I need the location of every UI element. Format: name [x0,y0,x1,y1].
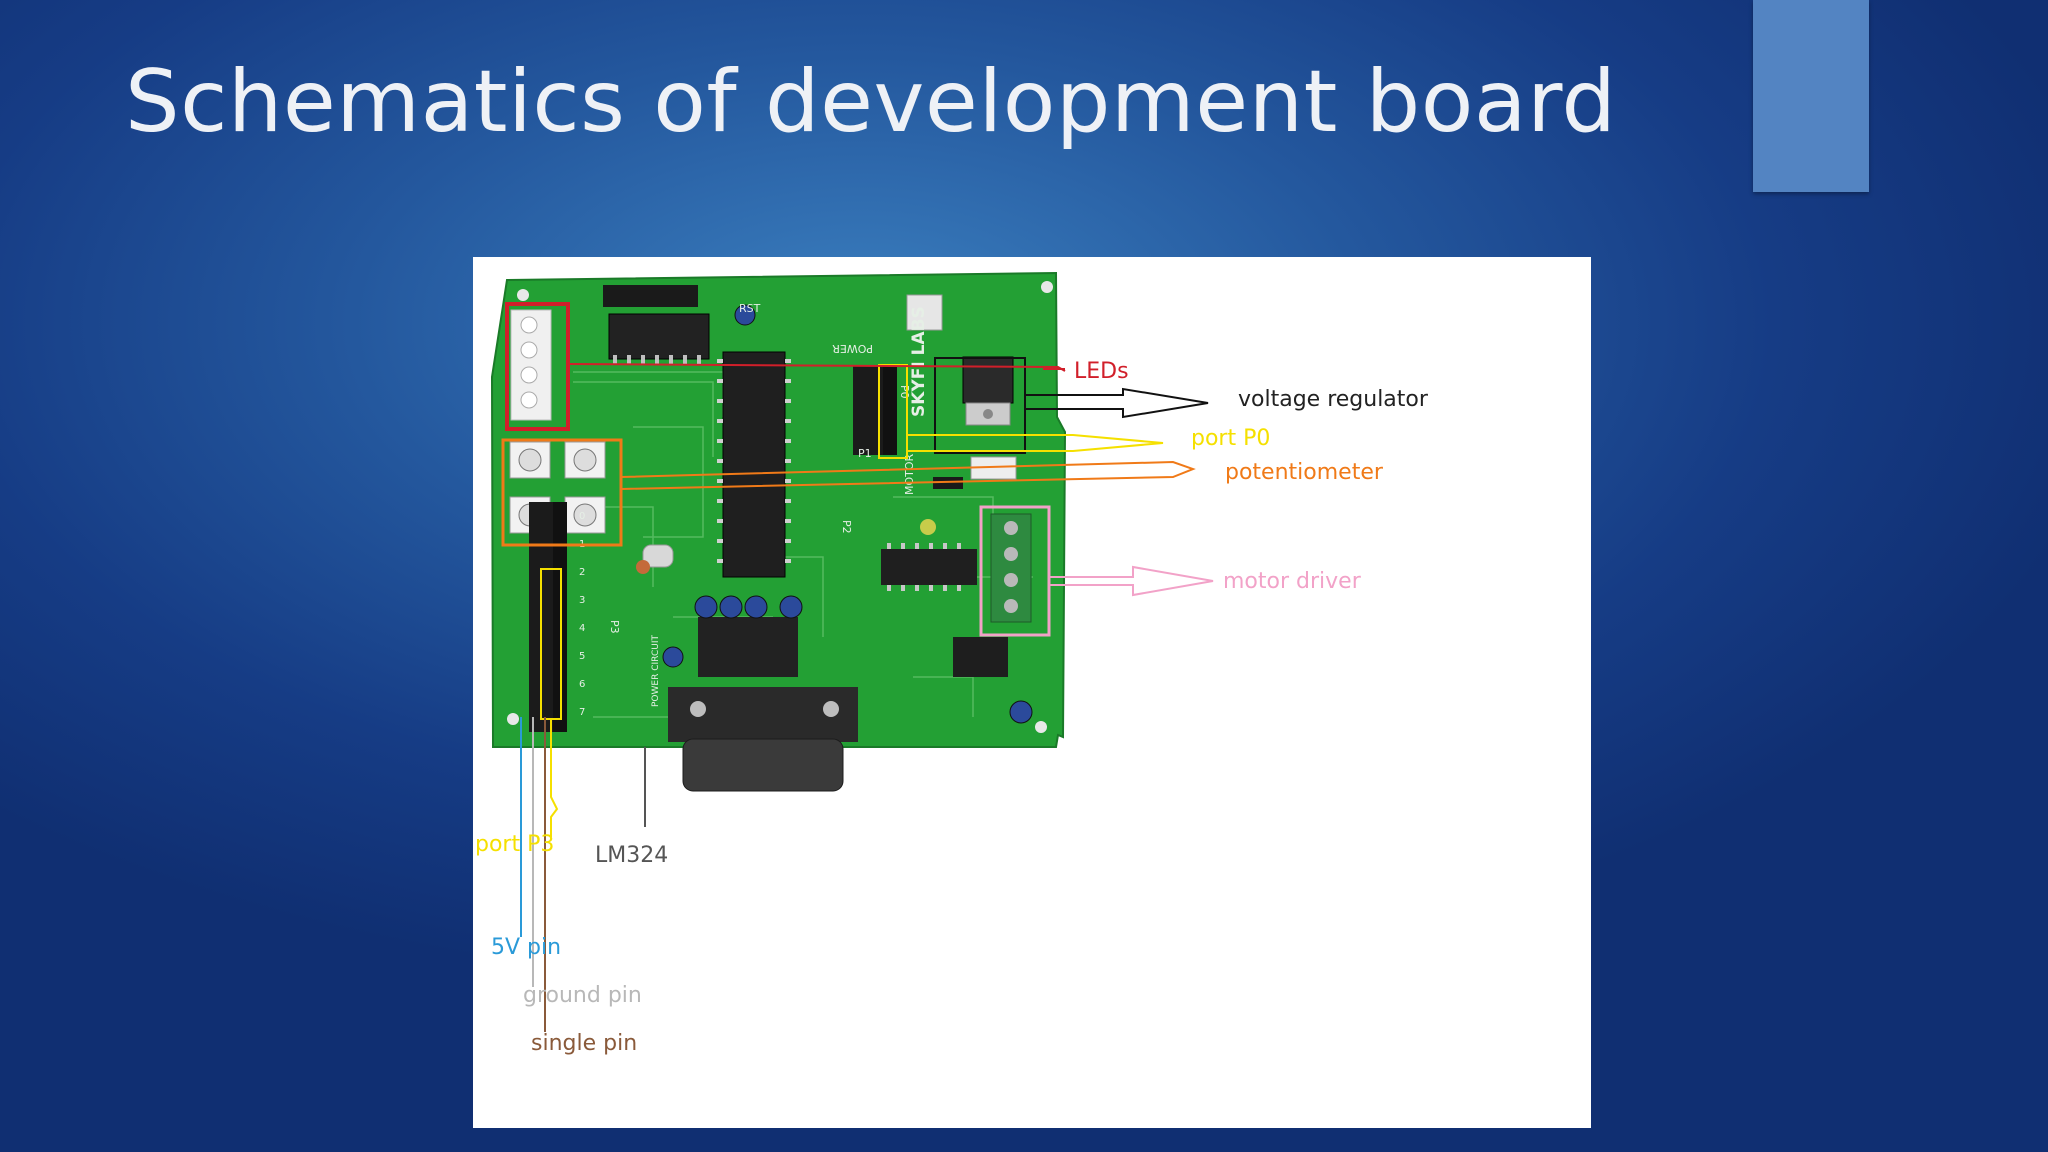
p3-pin-number: 2 [579,567,585,578]
silkscreen-p1: P1 [858,447,872,460]
accent-bar [1753,0,1869,192]
board-figure: SKYFI LABS POWER RST MOTOR P0 P1 P2 P3 P… [473,257,1591,1128]
voltage-regulator [962,356,1014,426]
port-p0-leader [907,434,1164,452]
power-switch [906,294,943,331]
five-v-pin-label: 5V pin [491,935,561,960]
voltage-regulator-label: voltage regulator [1238,387,1429,412]
p3-pin-number: 7 [579,707,585,718]
silkscreen-reset: RST [739,302,761,315]
silkscreen-power: POWER [832,342,873,355]
ground-pin-label: ground pin [523,983,642,1008]
port-p3-leader [550,719,559,837]
voltage-regulator-arrow [1024,387,1209,419]
p3-pin-number: 0 [579,511,585,522]
p3-pin-number: 4 [579,623,585,634]
silkscreen-brand: SKYFI LABS [909,306,929,417]
led-array [510,309,552,421]
silkscreen-p3: P3 [608,620,621,634]
potentiometer-leader [620,460,1196,490]
motor-driver-chip [881,543,977,591]
potentiometer-label: potentiometer [1225,460,1384,485]
capacitors [636,519,1033,724]
port-p3-label: port P3 [475,832,554,857]
lm324-label: LM324 [595,843,668,868]
p3-pin-number: 5 [579,651,585,662]
motor-driver-highlight-box [979,505,1051,637]
silkscreen-power-circuit: POWER CIRCUIT [651,635,661,707]
header-p0 [853,365,897,455]
slide-title: Schematics of development board [125,52,1617,152]
silkscreen-motor: MOTOR [903,453,916,495]
small-header [953,637,1008,677]
top-header [603,285,710,365]
potentiometer-highlight-box [501,438,623,547]
crystal [642,544,674,568]
serial-ic [698,617,798,677]
motor-driver-label: motor driver [1223,569,1362,594]
leds-highlight-box [505,302,570,431]
leds-label: LEDs [1074,359,1129,384]
microcontroller-chip [717,304,791,578]
p3-pin-number: 6 [579,679,585,690]
motor-jumper [933,477,963,489]
silkscreen-p2: P2 [840,520,853,534]
motor-terminal [990,513,1032,623]
p3-pin-number: 3 [579,595,585,606]
motor-driver-arrow [1049,565,1214,597]
single-pin-label: single pin [531,1031,637,1056]
board-diagram: SKYFI LABS POWER RST MOTOR P0 P1 P2 P3 P… [475,271,1429,1056]
db9-connector [668,687,858,792]
silkscreen-p0: P0 [898,385,911,399]
port-p0-label: port P0 [1191,426,1270,451]
